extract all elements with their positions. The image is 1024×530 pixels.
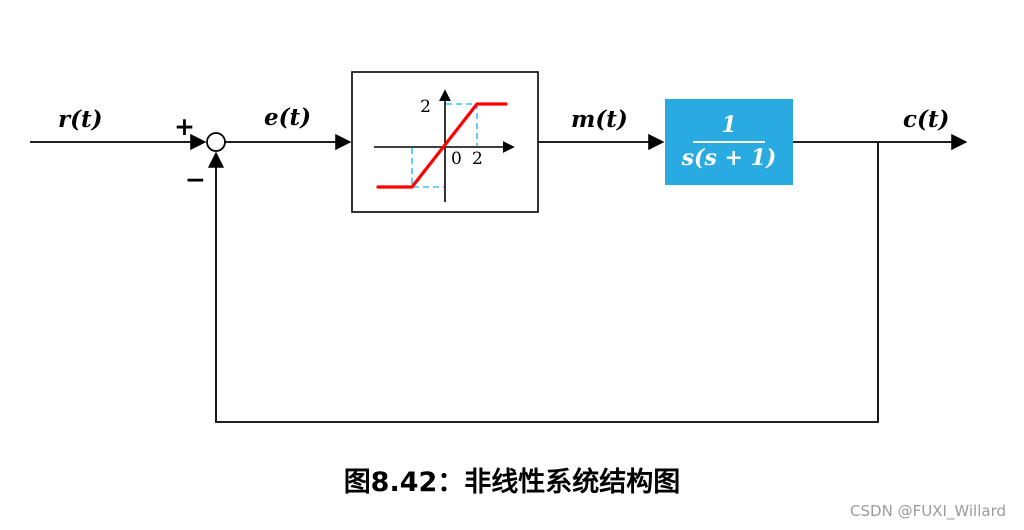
error-signal-label: e(t) bbox=[264, 104, 312, 131]
saturation-curve bbox=[376, 102, 508, 189]
figure-caption: 图8.42：非线性系统结构图 bbox=[343, 467, 681, 498]
graph-x-max-label: 2 bbox=[472, 149, 483, 169]
summing-junction bbox=[206, 132, 226, 152]
dashed-guide-lower bbox=[411, 148, 444, 188]
output-signal-label: c(t) bbox=[903, 106, 950, 133]
minus-sign: − bbox=[185, 165, 206, 194]
fraction-bar bbox=[693, 141, 765, 143]
feedback-line bbox=[207, 142, 879, 423]
plant-denominator: s(s + 1) bbox=[681, 145, 777, 171]
plus-sign: + bbox=[174, 112, 195, 141]
plant-numerator: 1 bbox=[721, 111, 737, 138]
watermark-text: CSDN @FUXI_Willard bbox=[850, 502, 1006, 520]
input-signal-label: r(t) bbox=[58, 106, 103, 133]
control-signal-label: m(t) bbox=[571, 106, 628, 133]
graph-y-max-label: 2 bbox=[420, 97, 431, 117]
plant-transfer-function: 1 s(s + 1) bbox=[665, 99, 793, 185]
graph-origin-label: 0 bbox=[451, 149, 462, 169]
